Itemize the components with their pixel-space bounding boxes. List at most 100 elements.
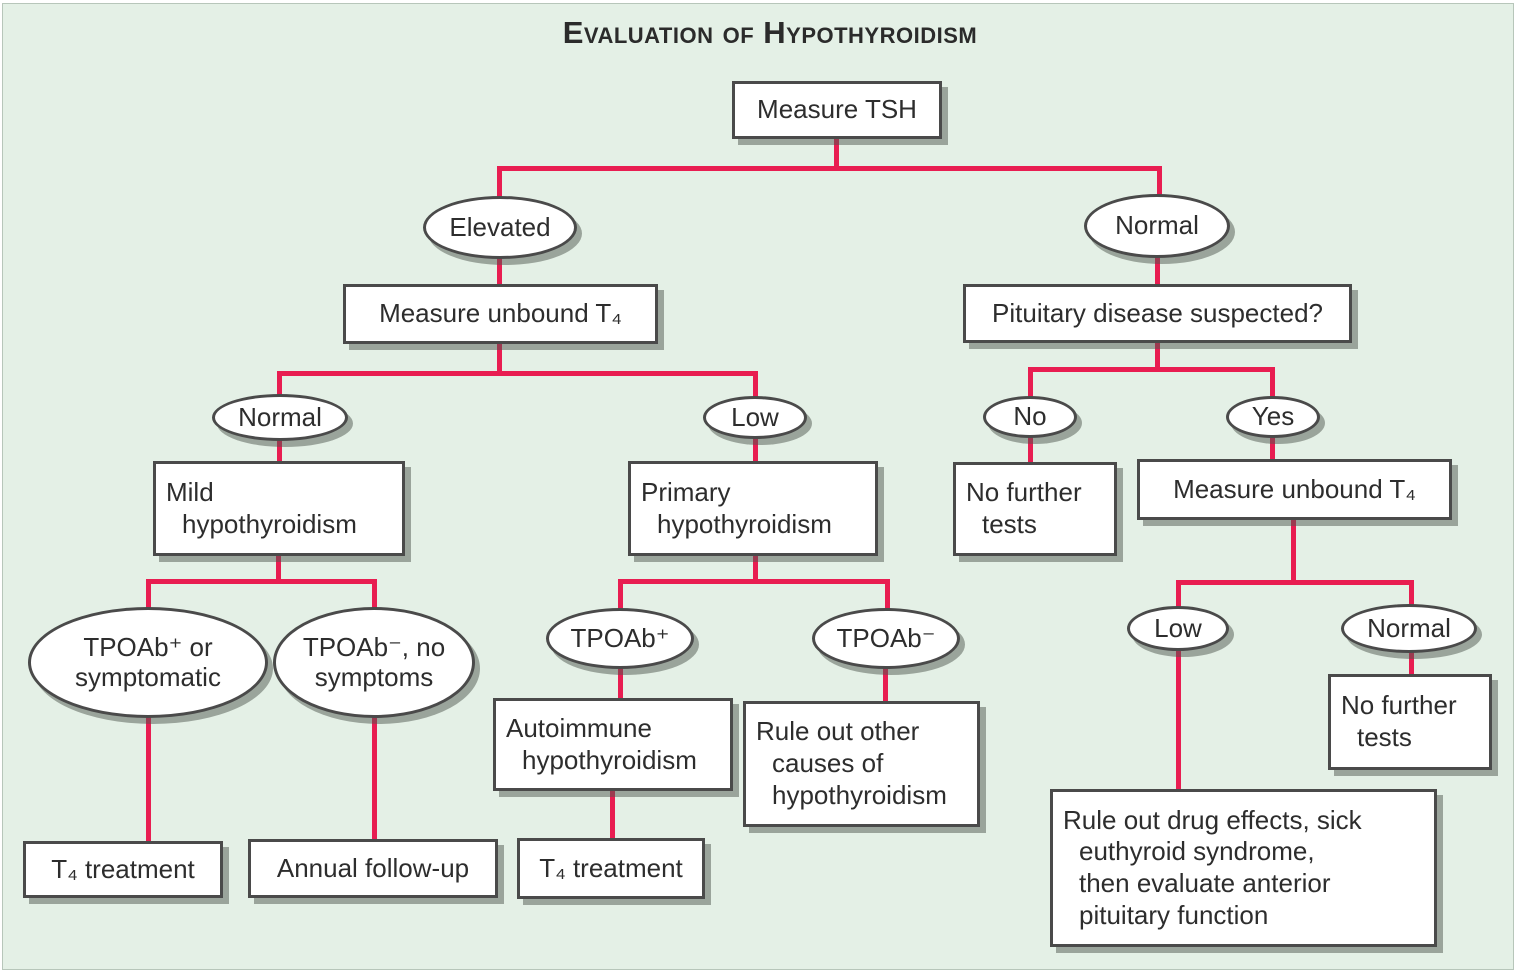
node-no-further-tests-left: No further tests	[953, 462, 1117, 556]
connector	[1028, 367, 1275, 372]
node-text: Primary	[641, 476, 731, 507]
node-text: Yes	[1251, 401, 1295, 432]
connector	[372, 716, 377, 840]
connector	[497, 166, 1162, 171]
connector	[1155, 256, 1160, 286]
decision-elevated: Elevated	[423, 196, 577, 259]
node-t4-treatment-left: T₄ treatment	[23, 841, 223, 898]
node-text: Autoimmune	[506, 712, 652, 743]
node-text: No further	[1341, 690, 1457, 721]
connector	[753, 437, 758, 462]
connector	[276, 554, 281, 584]
node-text: No	[1013, 401, 1047, 432]
node-text: TPOAb⁺	[570, 622, 670, 653]
node-autoimmune-hypothyroidism: Autoimmune hypothyroidism	[493, 698, 733, 791]
node-text: Elevated	[449, 211, 551, 242]
node-text: Pituitary disease suspected?	[992, 297, 1323, 328]
node-text: hypothyroidism	[657, 508, 832, 539]
node-annual-follow-up: Annual follow-up	[248, 839, 498, 898]
connector	[753, 371, 758, 398]
node-text: causes of	[772, 748, 884, 779]
node-text: symptomatic	[75, 661, 221, 692]
node-text: Rule out drug effects, sick	[1063, 804, 1362, 835]
decision-tpoab-negative: TPOAb⁻	[812, 608, 960, 669]
connector	[885, 579, 890, 610]
connector	[277, 371, 282, 396]
node-text: Measure unbound T₄	[379, 298, 622, 329]
node-text: TPOAb⁻, no	[302, 632, 446, 663]
decision-no: No	[983, 396, 1077, 438]
connector	[1409, 580, 1414, 605]
decision-low-right: Low	[1127, 606, 1229, 651]
node-measure-unbound-t4-right: Measure unbound T₄	[1137, 459, 1452, 520]
node-text: then evaluate anterior	[1079, 868, 1331, 898]
connector	[372, 579, 377, 610]
node-text: Annual follow-up	[276, 852, 470, 883]
connector	[146, 579, 377, 584]
decision-tpoab-positive: TPOAb⁺	[546, 608, 694, 669]
node-rule-out-drug-effects: Rule out drug effects, sick euthyroid sy…	[1050, 789, 1437, 947]
connector	[753, 554, 758, 584]
decision-yes: Yes	[1226, 396, 1320, 438]
connector	[497, 166, 502, 198]
connector	[883, 667, 888, 702]
node-no-further-tests-right: No further tests	[1328, 674, 1492, 770]
connector	[1176, 580, 1414, 585]
node-measure-tsh: Measure TSH	[732, 81, 942, 139]
connector	[146, 579, 151, 610]
node-text: euthyroid syndrome,	[1079, 836, 1315, 867]
page-title: Evaluation of Hypothyroidism	[562, 15, 978, 50]
decision-normal-right: Normal	[1341, 604, 1477, 653]
decision-tpoab-positive-or-symptomatic: TPOAb⁺ or symptomatic	[28, 607, 268, 718]
connector	[610, 789, 615, 839]
node-text: T₄ treatment	[539, 852, 683, 883]
node-text: hypothyroidism	[182, 508, 357, 539]
node-text: Low	[1154, 612, 1202, 643]
node-rule-out-other-causes: Rule out other causes of hypothyroidism	[743, 701, 980, 827]
decision-normal-top: Normal	[1084, 194, 1230, 258]
connector	[1155, 341, 1160, 372]
node-text: pituitary function	[1079, 899, 1269, 930]
node-mild-hypothyroidism: Mild hypothyroidism	[153, 461, 405, 556]
node-text: Normal	[238, 401, 322, 432]
node-measure-unbound-t4-left: Measure unbound T₄	[343, 284, 658, 344]
connector	[497, 258, 502, 286]
node-text: Normal	[1367, 612, 1451, 643]
connector	[1176, 649, 1181, 790]
connector	[1176, 580, 1181, 607]
node-text: tests	[1357, 722, 1412, 752]
decision-tpoab-negative-no-symptoms: TPOAb⁻, no symptoms	[273, 607, 475, 718]
node-text: TPOAb⁻	[836, 622, 936, 653]
node-text: tests	[982, 509, 1037, 539]
node-text: symptoms	[314, 661, 434, 692]
node-text: hypothyroidism	[772, 779, 947, 810]
node-text: Mild	[166, 476, 214, 507]
node-text: T₄ treatment	[51, 853, 195, 884]
node-text: TPOAb⁺ or	[83, 632, 213, 663]
connector	[1157, 166, 1162, 196]
connector	[146, 716, 151, 842]
connector	[618, 667, 623, 699]
node-text: Low	[731, 401, 779, 432]
connector	[618, 579, 623, 610]
node-text: hypothyroidism	[522, 744, 697, 775]
connector	[1270, 436, 1275, 460]
decision-normal-left: Normal	[212, 394, 348, 441]
node-pituitary-disease-suspected: Pituitary disease suspected?	[963, 284, 1352, 343]
connector	[277, 371, 758, 376]
node-text: Normal	[1115, 210, 1199, 241]
decision-low-mid: Low	[703, 396, 807, 439]
connector	[1291, 519, 1296, 583]
connector	[1270, 367, 1275, 397]
connector	[1028, 436, 1033, 463]
node-text: Measure unbound T₄	[1173, 473, 1416, 504]
connector	[497, 342, 502, 374]
connector	[1028, 367, 1033, 397]
node-primary-hypothyroidism: Primary hypothyroidism	[628, 461, 878, 556]
node-text: Measure TSH	[757, 94, 917, 125]
connector	[834, 138, 839, 171]
connector	[1409, 650, 1414, 675]
node-text: Rule out other	[756, 716, 920, 747]
connector	[277, 439, 282, 462]
